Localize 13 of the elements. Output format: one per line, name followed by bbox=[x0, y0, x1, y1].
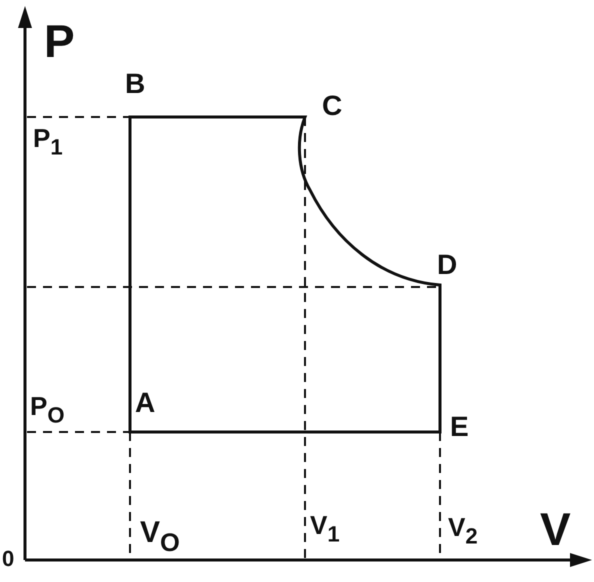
axis-label: P bbox=[44, 18, 75, 64]
pressure-label: P$_{O}$ bbox=[30, 393, 65, 427]
point-label: B bbox=[125, 70, 146, 98]
point-label: A bbox=[135, 389, 156, 417]
volume-label: V$_{1}$ bbox=[310, 512, 340, 546]
point-label: C bbox=[322, 92, 342, 120]
volume-label: V$_{2}$ bbox=[448, 514, 478, 548]
origin-label: 0 bbox=[2, 548, 14, 570]
point-label: D bbox=[437, 251, 458, 279]
volume-label: V$_{O}$ bbox=[140, 518, 180, 556]
pressure-label: P$_{1}$ bbox=[33, 125, 63, 159]
axis-label: V bbox=[540, 506, 571, 552]
point-label: E bbox=[450, 413, 469, 441]
